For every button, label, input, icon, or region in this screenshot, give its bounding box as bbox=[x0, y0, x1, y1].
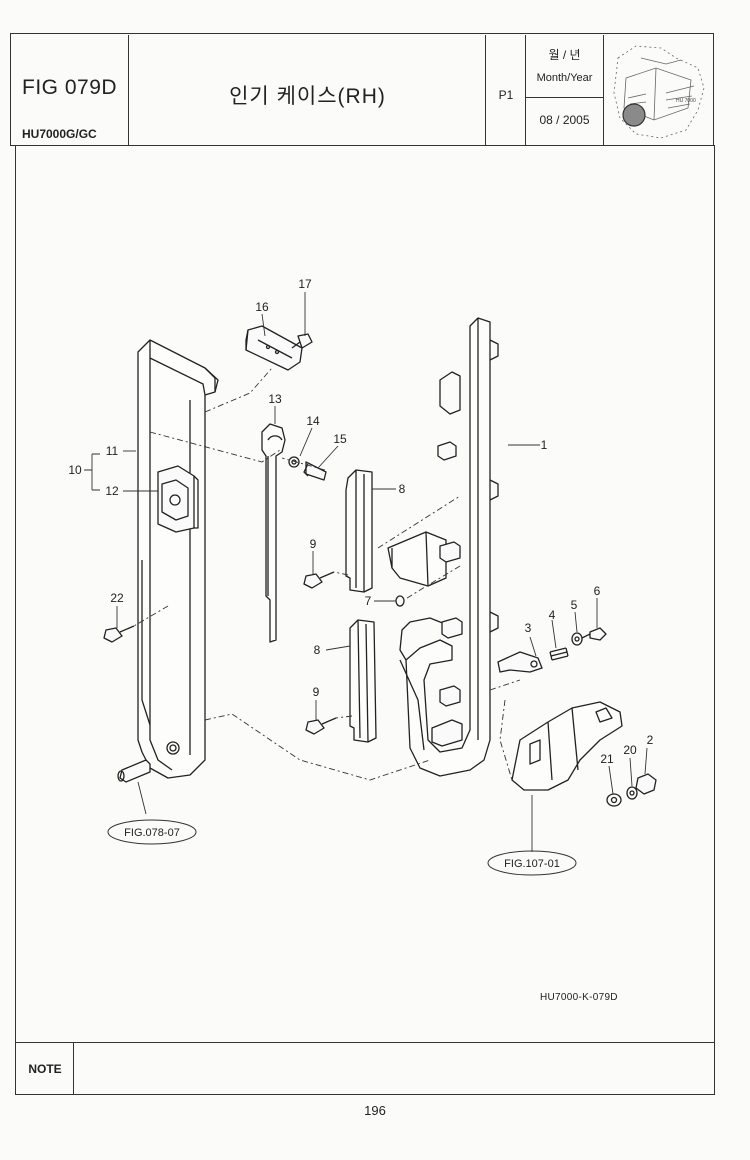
month-year-korean: 월 / 년 bbox=[548, 48, 581, 62]
main-frame-1 bbox=[399, 317, 499, 777]
callout-8-lower: 8 bbox=[314, 643, 321, 657]
callout-20: 20 bbox=[623, 743, 637, 757]
note-frame bbox=[15, 1042, 715, 1095]
strap-13 bbox=[261, 423, 286, 643]
bolt-6 bbox=[581, 627, 607, 641]
header-divider bbox=[603, 35, 604, 145]
header-divider bbox=[128, 35, 129, 145]
guide-rail-lower bbox=[349, 619, 377, 743]
sub-assembly-107 bbox=[511, 701, 623, 791]
callout-4: 4 bbox=[549, 608, 556, 622]
drawing-code: HU7000-K-079D bbox=[540, 992, 618, 1003]
callout-2: 2 bbox=[647, 733, 654, 747]
model-code: HU7000G/GC bbox=[22, 127, 97, 141]
svg-text:HU 7000: HU 7000 bbox=[676, 98, 696, 104]
callout-14: 14 bbox=[306, 414, 320, 428]
bracket-16 bbox=[245, 325, 303, 371]
page-label: P1 bbox=[498, 88, 514, 102]
page-number: 196 bbox=[364, 1103, 386, 1118]
washer-5 bbox=[571, 632, 583, 646]
machine-thumbnail-icon: HU 7000 bbox=[613, 45, 705, 139]
washer-21 bbox=[606, 793, 622, 807]
month-year-label: Month/Year bbox=[536, 72, 593, 84]
header-divider bbox=[525, 97, 603, 98]
washer-20 bbox=[626, 786, 638, 800]
bolt-9-lower bbox=[305, 717, 337, 735]
header-divider bbox=[525, 35, 526, 145]
bolt-9-upper bbox=[303, 571, 335, 589]
pin-078 bbox=[117, 759, 151, 783]
callout-17: 17 bbox=[298, 277, 312, 291]
cover-panel bbox=[137, 339, 219, 779]
callout-16: 16 bbox=[255, 300, 269, 314]
washer-14 bbox=[288, 456, 300, 468]
callout-11: 11 bbox=[106, 444, 119, 458]
callout-12: 12 bbox=[105, 484, 119, 498]
header-divider bbox=[485, 35, 486, 145]
figure-number: FIG 079D bbox=[22, 76, 118, 99]
callout-9-lower: 9 bbox=[313, 685, 320, 699]
mid-bracket bbox=[387, 531, 447, 587]
lever-3 bbox=[497, 651, 543, 673]
issue-date: 08 / 2005 bbox=[539, 113, 590, 127]
page-title: 인기 케이스(RH) bbox=[229, 85, 386, 108]
callout-1: 1 bbox=[541, 438, 548, 452]
callout-21: 21 bbox=[600, 752, 614, 766]
guide-rail-upper bbox=[345, 469, 373, 593]
bolt-22 bbox=[103, 625, 135, 643]
spring-4 bbox=[549, 647, 569, 661]
callout-9-upper: 9 bbox=[310, 537, 317, 551]
callout-10: 10 bbox=[68, 463, 82, 477]
ref-ellipse-107 bbox=[487, 850, 577, 876]
fig-ref-078: FIG.078-07 bbox=[124, 827, 180, 839]
note-label: NOTE bbox=[28, 1062, 62, 1076]
callout-7: 7 bbox=[365, 594, 372, 608]
callout-22: 22 bbox=[110, 591, 124, 605]
callout-13: 13 bbox=[268, 392, 282, 406]
callout-5: 5 bbox=[571, 598, 578, 612]
callout-15: 15 bbox=[333, 432, 347, 446]
note-divider bbox=[73, 1043, 74, 1094]
ref-ellipse-078 bbox=[107, 819, 197, 845]
callout-3: 3 bbox=[525, 621, 532, 635]
nut-2 bbox=[635, 773, 657, 795]
callout-8-upper: 8 bbox=[399, 482, 406, 496]
boss-pins bbox=[431, 441, 463, 747]
callout-6: 6 bbox=[594, 584, 601, 598]
fig-ref-107: FIG.107-01 bbox=[504, 858, 560, 870]
